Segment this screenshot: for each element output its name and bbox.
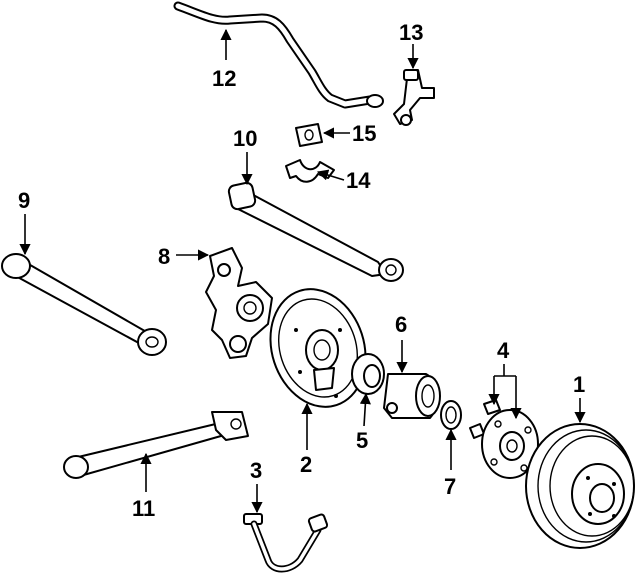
callout-3: 3	[250, 458, 262, 483]
bushing-bracket	[285, 159, 335, 183]
callout-10: 10	[233, 126, 257, 151]
lower-control-arm	[1, 253, 167, 356]
bearing-ring	[440, 400, 462, 430]
stabilizer-bar	[173, 1, 384, 109]
callout-15: 15	[352, 121, 376, 146]
hub-seal	[351, 353, 385, 395]
callout-4: 4	[497, 338, 510, 363]
callout-8: 8	[158, 244, 170, 269]
bearing-housing	[383, 373, 441, 419]
brake-hose	[243, 513, 329, 573]
upper-control-arm	[227, 181, 404, 282]
stabilizer-link	[393, 69, 435, 126]
callout-13: 13	[399, 20, 423, 45]
steering-knuckle	[205, 247, 273, 359]
callout-11: 11	[132, 496, 155, 521]
brake-drum	[525, 423, 635, 549]
lateral-rod	[63, 411, 249, 479]
stabilizer-bushing	[295, 123, 323, 147]
callout-2: 2	[300, 452, 312, 477]
callout-7: 7	[444, 474, 456, 499]
callout-6: 6	[395, 312, 407, 337]
leader-lines	[19, 28, 586, 514]
callout-9: 9	[18, 188, 30, 213]
callout-5: 5	[356, 428, 368, 453]
callout-labels: 1 2 3 4 5 6 7 8 9 10 11 12 13 14 15	[18, 20, 585, 521]
callout-12: 12	[212, 66, 236, 91]
brake-backing-plate	[269, 288, 367, 408]
callout-1: 1	[573, 372, 585, 397]
callout-14: 14	[346, 168, 371, 193]
